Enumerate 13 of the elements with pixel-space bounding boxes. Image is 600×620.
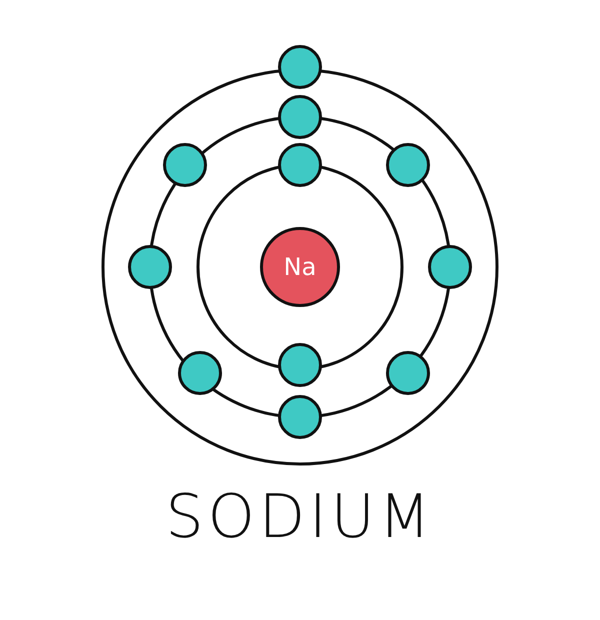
nucleus-circle: Na [260,227,340,307]
electron-circle [428,245,472,289]
element-name: SODIUM [164,482,436,552]
electron-circle [278,45,322,89]
electron-circle [386,143,430,187]
electron-circle [163,143,207,187]
electron-circle [278,343,322,387]
electron-circle [128,245,172,289]
electron-circle [278,95,322,139]
electron-circle [278,395,322,439]
electron-circle [178,351,222,395]
electron-circle [386,351,430,395]
electron-circle [278,143,322,187]
